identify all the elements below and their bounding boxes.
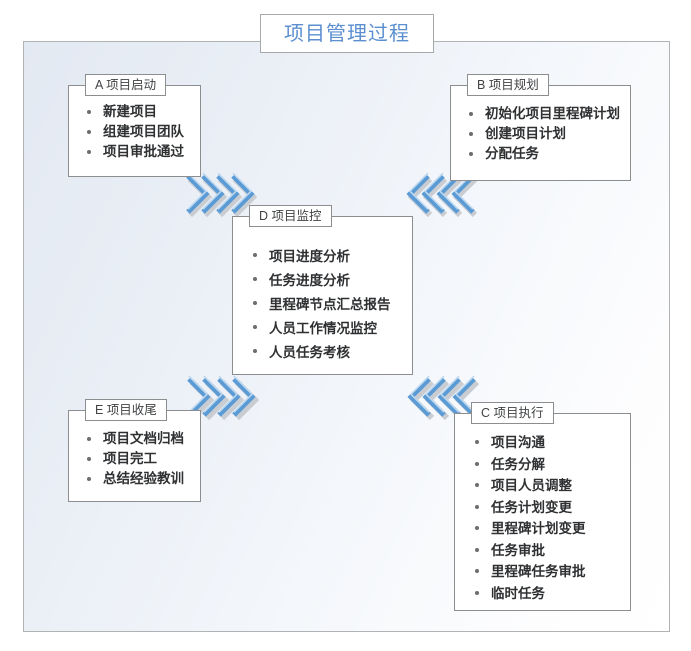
list-item: 初始化项目里程碑计划 (465, 104, 624, 124)
list-item: 项目完工 (83, 449, 194, 469)
process-box-d[interactable]: D 项目监控 项目进度分析 任务进度分析 里程碑节点汇总报告 人员工作情况监控 … (232, 205, 413, 375)
list-item: 人员任务考核 (249, 341, 406, 365)
list-item: 总结经验教训 (83, 469, 194, 489)
process-box-d-label: D 项目监控 (249, 205, 332, 227)
list-item: 项目人员调整 (471, 475, 624, 497)
list-item: 任务分解 (471, 454, 624, 476)
process-box-a[interactable]: A 项目启动 新建项目 组建项目团队 项目审批通过 (68, 74, 201, 177)
process-box-c-items: 项目沟通 任务分解 项目人员调整 任务计划变更 里程碑计划变更 任务审批 里程碑… (471, 432, 624, 604)
list-item: 新建项目 (83, 102, 194, 122)
list-item: 项目审批通过 (83, 142, 194, 162)
process-box-a-label: A 项目启动 (85, 74, 167, 96)
process-box-e[interactable]: E 项目收尾 项目文档归档 项目完工 总结经验教训 (68, 399, 201, 502)
process-box-b-label: B 项目规划 (467, 74, 549, 96)
list-item: 项目进度分析 (249, 245, 406, 269)
process-box-c[interactable]: C 项目执行 项目沟通 任务分解 项目人员调整 任务计划变更 里程碑计划变更 任… (454, 402, 631, 611)
list-item: 人员工作情况监控 (249, 317, 406, 341)
process-box-e-items: 项目文档归档 项目完工 总结经验教训 (83, 429, 194, 489)
list-item: 创建项目计划 (465, 124, 624, 144)
diagram-title-box: 项目管理过程 (260, 14, 434, 53)
list-item: 组建项目团队 (83, 122, 194, 142)
process-box-d-items: 项目进度分析 任务进度分析 里程碑节点汇总报告 人员工作情况监控 人员任务考核 (249, 245, 406, 365)
list-item: 里程碑计划变更 (471, 518, 624, 540)
process-box-b[interactable]: B 项目规划 初始化项目里程碑计划 创建项目计划 分配任务 (450, 74, 631, 181)
arrow-a-to-d (183, 163, 261, 229)
list-item: 里程碑节点汇总报告 (249, 293, 406, 317)
list-item: 项目沟通 (471, 432, 624, 454)
arrow-c-to-d (404, 366, 484, 432)
arrow-e-to-d (183, 366, 263, 432)
process-box-a-items: 新建项目 组建项目团队 项目审批通过 (83, 102, 194, 162)
list-item: 任务进度分析 (249, 269, 406, 293)
process-box-e-label: E 项目收尾 (85, 399, 167, 421)
process-box-b-items: 初始化项目里程碑计划 创建项目计划 分配任务 (465, 104, 624, 164)
list-item: 里程碑任务审批 (471, 561, 624, 583)
list-item: 项目文档归档 (83, 429, 194, 449)
process-box-c-label: C 项目执行 (471, 402, 554, 424)
list-item: 任务计划变更 (471, 497, 624, 519)
list-item: 分配任务 (465, 144, 624, 164)
list-item: 临时任务 (471, 583, 624, 605)
list-item: 任务审批 (471, 540, 624, 562)
page-title: 项目管理过程 (284, 22, 410, 45)
